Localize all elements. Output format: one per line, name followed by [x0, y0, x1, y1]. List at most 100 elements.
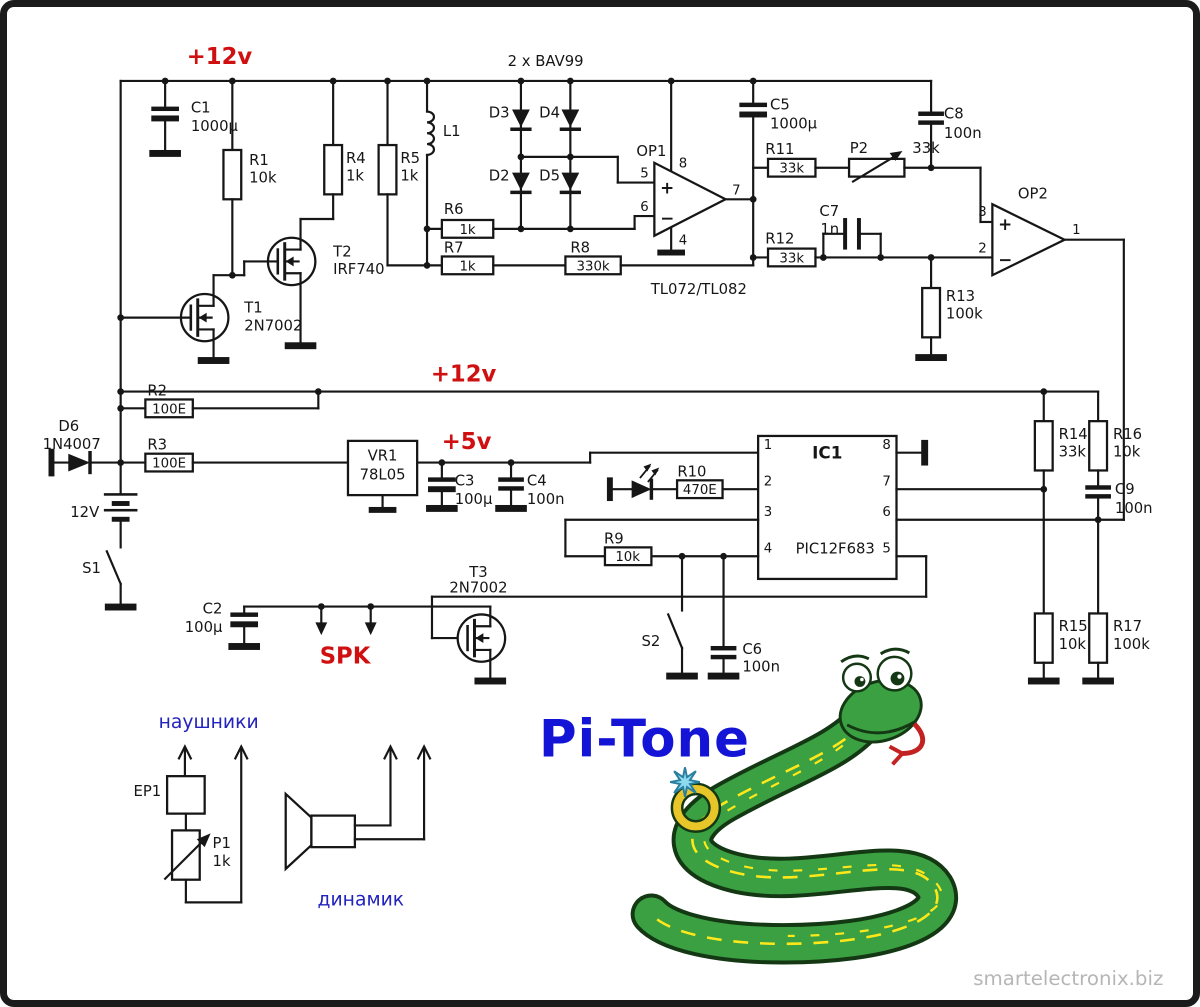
r14-ref: R14 — [1059, 426, 1088, 443]
t2-value: IRF740 — [333, 261, 384, 278]
s2-switch: S2 — [642, 555, 698, 680]
op2-pin1-number: 1 — [1072, 223, 1080, 238]
ground-symbol — [707, 672, 740, 680]
speaker-body — [310, 814, 357, 849]
speaker-horn — [284, 791, 313, 872]
r2-value: 100E — [152, 402, 186, 417]
speaker-label: динамик — [317, 889, 404, 910]
r9-resistor: R9 10k — [603, 530, 653, 567]
r2-resistor: R2 100E — [119, 383, 320, 419]
r8-resistor: R8 330k — [564, 240, 755, 276]
c8-ref: C8 — [944, 105, 964, 122]
r10-ref: R10 — [677, 463, 706, 480]
d6-diode: D6 1N4007 — [43, 418, 122, 477]
op1-pin5-number: 5 — [640, 167, 648, 182]
ground-symbol — [149, 149, 181, 157]
op1-opamp: + − OP1 5 6 7 8 4 TL072/TL082 — [636, 79, 755, 298]
t1-value: 2N7002 — [244, 317, 302, 334]
t3-value: 2N7002 — [449, 580, 507, 597]
d6-ref: D6 — [58, 418, 79, 435]
t2-mosfet: T2 IRF740 — [243, 217, 385, 350]
d2-diode — [512, 172, 530, 191]
op1-plus-sign: + — [660, 177, 674, 197]
c6-ref: C6 — [742, 641, 762, 658]
snake-illustration — [630, 647, 958, 965]
ic1-pin1-number: 1 — [764, 438, 772, 453]
c2-capacitor: C2 100µ — [185, 600, 492, 650]
op2-ref: OP2 — [1018, 185, 1048, 202]
r17-value: 100k — [1113, 636, 1150, 653]
r16-ref: R16 — [1113, 426, 1142, 443]
junction-dots — [117, 77, 1102, 610]
snake-pattern — [703, 728, 943, 937]
ground-symbol — [104, 603, 137, 611]
bav99-note: 2 x BAV99 — [508, 53, 584, 70]
ground-symbol — [1082, 677, 1114, 685]
r11-value: 33k — [779, 162, 804, 177]
ground-symbol — [1027, 677, 1060, 685]
r6-resistor: R6 1k — [425, 201, 656, 239]
p1-ref: P1 — [213, 835, 231, 852]
ic1-pin7-number: 7 — [882, 474, 890, 489]
c7-capacitor: C7 1n — [819, 203, 882, 259]
snake-mouth — [846, 719, 918, 735]
c5-value: 1000µ — [770, 115, 818, 132]
t3-ref: T3 — [468, 564, 487, 581]
ground-symbol — [657, 249, 685, 256]
s2-ref: S2 — [642, 633, 661, 650]
ground-symbol — [284, 342, 317, 350]
d6-value: 1N4007 — [43, 436, 101, 453]
s1-switch: S1 — [82, 549, 137, 611]
op1-pin8-number: 8 — [679, 157, 687, 172]
c8-capacitor: C8 100n — [918, 79, 994, 224]
snake-head — [838, 678, 923, 744]
r10-value: 470E — [683, 483, 717, 498]
r12-ref: R12 — [765, 231, 794, 248]
op1-pin4-number: 4 — [679, 234, 687, 249]
r13-value: 100k — [946, 306, 983, 323]
d5-ref: D5 — [539, 168, 560, 185]
ground-symbol — [368, 506, 397, 513]
c9-value: 100n — [1115, 500, 1153, 517]
ground-symbol — [474, 677, 507, 685]
r1-ref: R1 — [249, 152, 269, 169]
r9-value: 10k — [615, 550, 640, 565]
snake-eyebrow — [840, 654, 870, 663]
r7-value: 1k — [459, 259, 475, 274]
r5-resistor: R5 1k — [377, 79, 443, 267]
r7-ref: R7 — [444, 240, 464, 257]
vr1-value: 78L05 — [360, 466, 406, 483]
circuit-schematic: +12v +12v +5v C1 1000µ R1 10k R4 1k R5 1… — [43, 44, 1164, 990]
r14-r15-chain: R14 33k R15 10k — [1027, 390, 1088, 685]
ic1-chip: IC1 PIC12F683 1 2 3 4 8 7 6 5 — [430, 434, 1100, 640]
p1-potentiometer — [170, 829, 201, 881]
snake-tongue — [902, 722, 926, 756]
ic1-pin4-number: 4 — [764, 541, 772, 556]
r13-ref: R13 — [946, 288, 975, 305]
t2-ref: T2 — [332, 243, 351, 260]
c5-capacitor: C5 1000µ — [739, 79, 818, 169]
r3-ref: R3 — [147, 437, 167, 454]
r6-value: 1k — [459, 223, 475, 238]
r16-c9-r17-chain: R16 10k C9 100n R17 100k — [1082, 390, 1153, 685]
c1-value: 1000µ — [191, 118, 239, 135]
c9-ref: C9 — [1115, 481, 1135, 498]
c4-ref: C4 — [527, 472, 547, 489]
headphone-output: наушники EP1 P1 1k — [133, 712, 259, 904]
c8-value: 100n — [944, 125, 982, 142]
r13-resistor: R13 100k — [915, 256, 983, 362]
c1-capacitor: C1 1000µ — [149, 79, 239, 157]
ground-symbol — [228, 643, 261, 650]
r5-ref: R5 — [400, 150, 420, 167]
vr1-ref: VR1 — [368, 448, 398, 465]
r4-ref: R4 — [346, 150, 366, 167]
r15-ref: R15 — [1059, 618, 1088, 635]
c3-ref: C3 — [455, 472, 475, 489]
c4-capacitor: C4 100n — [495, 461, 565, 512]
ic1-pin3-number: 3 — [764, 505, 772, 520]
ic1-pin5-number: 5 — [882, 541, 890, 556]
r17-ref: R17 — [1113, 618, 1142, 635]
c7-value: 1n — [820, 221, 839, 238]
up-arrow-icon — [416, 744, 432, 760]
